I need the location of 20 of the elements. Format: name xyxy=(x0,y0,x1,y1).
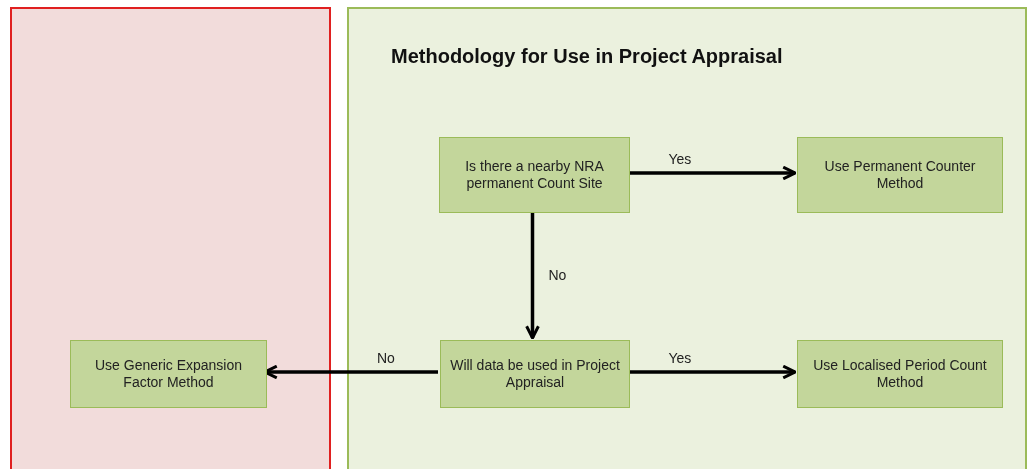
box-label: Use Generic Expansion Factor Method xyxy=(93,356,244,392)
process-box xyxy=(797,137,1003,213)
arrow xyxy=(628,165,797,181)
box-label: Use Permanent Counter Method xyxy=(823,157,977,193)
process-box xyxy=(797,340,1003,408)
panel-heading: Methodology for Use in Project Appraisal xyxy=(391,45,783,68)
process-box xyxy=(439,137,630,213)
edge-label: No xyxy=(548,266,567,283)
process-box xyxy=(70,340,267,408)
side-panel xyxy=(10,7,331,469)
arrow xyxy=(525,211,540,340)
main-panel xyxy=(347,7,1027,469)
box-label: Is there a nearby NRA permanent Count Site xyxy=(464,157,605,193)
edge-label: No xyxy=(377,350,395,366)
arrow xyxy=(628,364,797,380)
box-label: Will data be used in Project Appraisal xyxy=(449,356,621,392)
edge-label: Yes xyxy=(668,350,692,366)
box-label: Use Localised Period Count Method xyxy=(812,356,988,392)
edge-label: Yes xyxy=(668,151,692,167)
process-box xyxy=(440,340,630,408)
